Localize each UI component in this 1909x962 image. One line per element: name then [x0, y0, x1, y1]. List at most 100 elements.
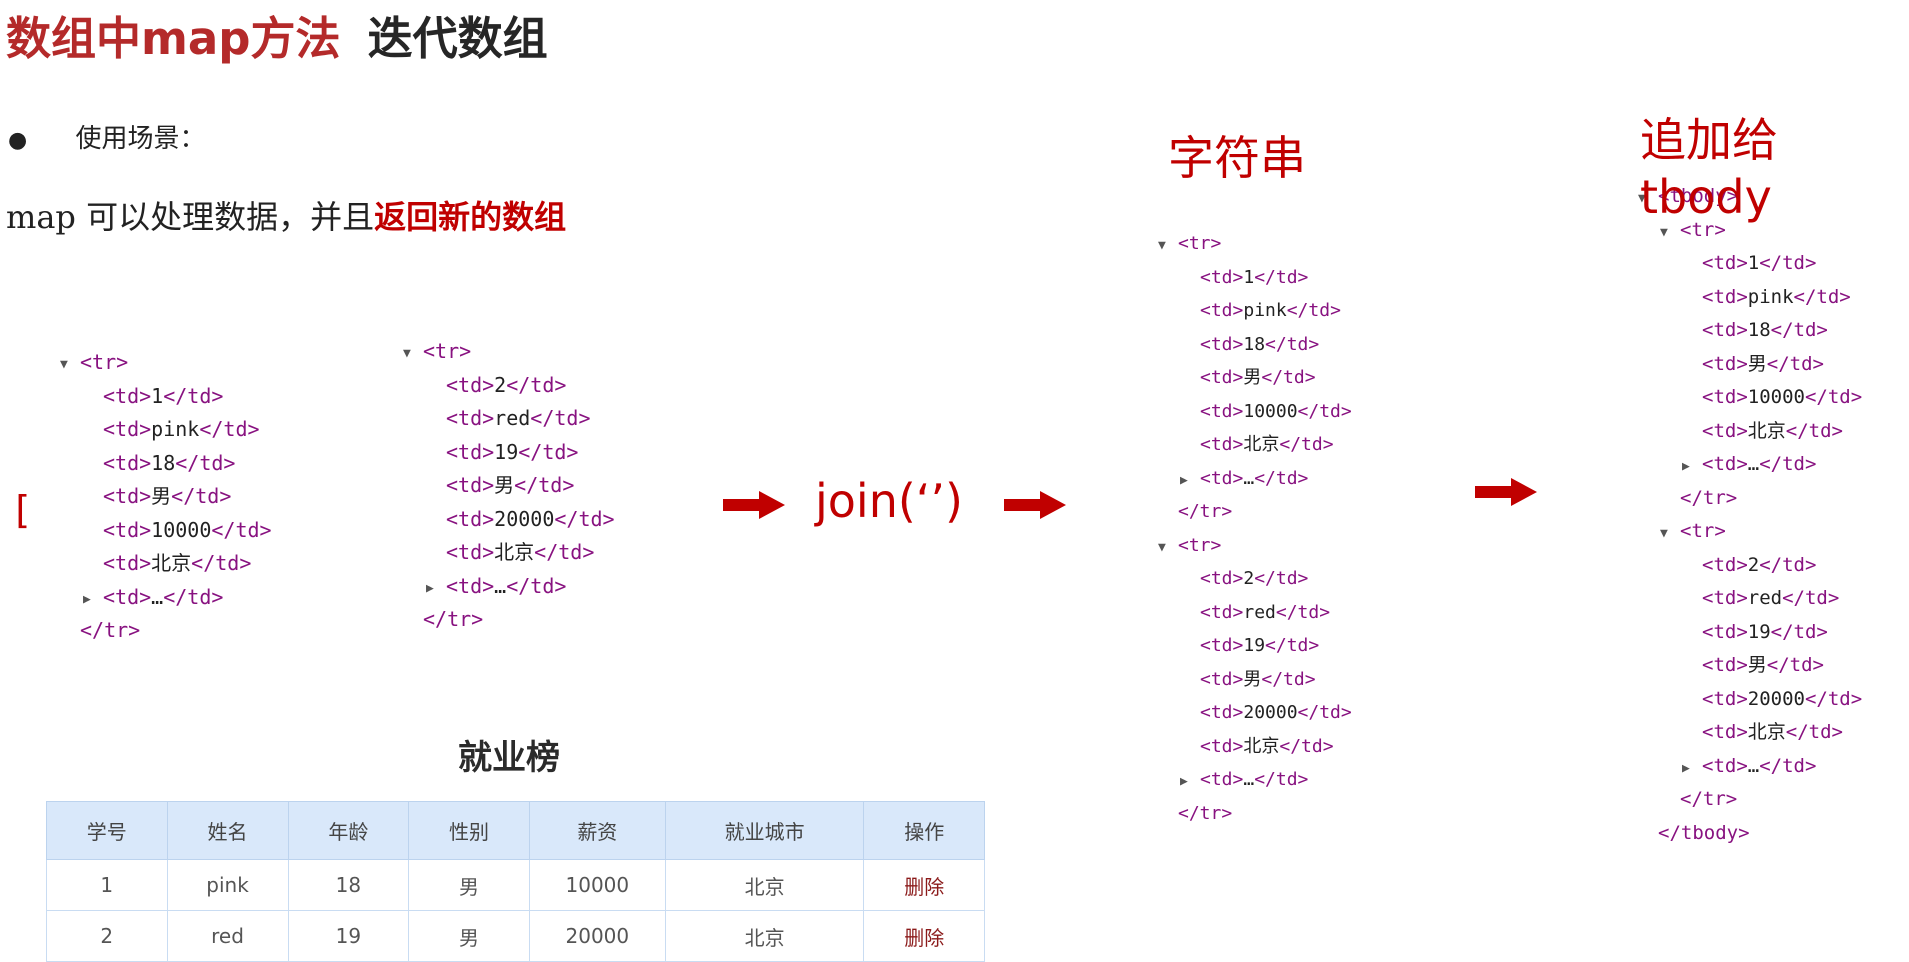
td-line: <td>男</td>	[446, 473, 575, 497]
bullet-label: 使用场景：	[75, 124, 206, 154]
table-header-cell: 性别	[408, 801, 530, 860]
bullet-dot-icon: ●	[8, 128, 28, 153]
arrow-right-icon	[1475, 478, 1537, 506]
string-label: 字符串	[1168, 131, 1306, 185]
td-line: <td>10000</td>	[1702, 386, 1863, 408]
td-collapsed-line[interactable]: <td>…</td>	[1178, 765, 1352, 799]
td-line: <td>2</td>	[1702, 553, 1817, 576]
append-tbody-label: 追加给tbody	[1640, 113, 1778, 224]
td-line: <td>18</td>	[1702, 319, 1828, 341]
table-cell: 10000	[528, 859, 666, 911]
td-line: <td>red</td>	[1702, 587, 1840, 609]
table-cell: red	[166, 910, 289, 962]
table-cell: 19	[287, 910, 410, 962]
table-header-cell: 年龄	[287, 801, 410, 860]
arrow-right-icon	[1004, 491, 1066, 519]
td-line: <td>北京</td>	[446, 540, 595, 564]
td-collapsed-line[interactable]: <td>…</td>	[1680, 750, 1862, 784]
delete-button[interactable]: 删除	[863, 859, 985, 911]
td-line: <td>pink</td>	[1200, 300, 1341, 321]
tr-open-tag[interactable]: <tr>	[1178, 531, 1352, 565]
tr-close-tag: </tr>	[1680, 486, 1738, 509]
td-line: <td>pink</td>	[1702, 285, 1851, 308]
td-collapsed-line[interactable]: <td>…</td>	[1680, 448, 1862, 482]
array-bracket: [	[10, 488, 33, 532]
table-cell: 北京	[664, 859, 865, 911]
tr-close-tag: </tr>	[423, 607, 484, 631]
td-line: <td>10000</td>	[103, 517, 272, 542]
tr-open-tag[interactable]: <tr>	[423, 335, 615, 369]
table-cell: 北京	[664, 910, 865, 962]
usage-description: map 可以处理数据，并且返回新的数组	[6, 192, 566, 238]
table-title: 就业榜	[458, 738, 560, 778]
tr-open-tag[interactable]: <tr>	[1680, 214, 1862, 248]
td-line: <td>1</td>	[1702, 252, 1817, 274]
delete-button[interactable]: 删除	[863, 910, 985, 962]
table-cell: pink	[166, 859, 289, 911]
td-line: <td>2</td>	[1200, 568, 1309, 589]
td-line: <td>red</td>	[446, 406, 591, 430]
table-header-cell: 学号	[46, 801, 168, 860]
td-line: <td>1</td>	[1200, 266, 1309, 288]
tbody-block: <tbody><tr><td>1</td><td>pink</td><td>18…	[1658, 180, 1862, 850]
tr-close-tag: </tr>	[1680, 788, 1738, 810]
tr-block-row1: <tr><td>1</td><td>pink</td><td>18</td><t…	[80, 346, 272, 648]
td-line: <td>北京</td>	[1200, 735, 1334, 757]
table-header-cell: 薪资	[528, 801, 666, 860]
td-collapsed-line[interactable]: <td>…</td>	[423, 570, 615, 604]
td-line: <td>1</td>	[103, 383, 224, 408]
table-cell: 1	[46, 859, 168, 911]
slide-title: 数组中map方法 迭代数组	[6, 2, 548, 67]
td-line: <td>男</td>	[1200, 367, 1316, 388]
td-line: <td>北京</td>	[1702, 721, 1843, 743]
td-line: <td>男</td>	[1200, 668, 1316, 690]
table-header-row: 学号姓名年龄性别薪资就业城市操作	[46, 801, 985, 860]
td-line: <td>10000</td>	[1200, 400, 1352, 422]
tr-close-tag: </tr>	[1178, 501, 1233, 522]
table-cell: 男	[408, 910, 530, 962]
td-line: <td>20000</td>	[1200, 702, 1352, 723]
table-header-cell: 操作	[863, 801, 985, 860]
td-line: <td>男</td>	[103, 484, 232, 508]
arrow-right-icon	[723, 491, 785, 519]
table-cell: 2	[46, 910, 168, 962]
tr-open-tag[interactable]: <tr>	[80, 346, 272, 380]
td-line: <td>北京</td>	[1702, 419, 1843, 442]
tr-open-tag[interactable]: <tr>	[1178, 229, 1352, 263]
tbody-close-tag: </tbody>	[1658, 821, 1750, 844]
join-label: join(‘’)	[815, 474, 963, 528]
description-prefix: map 可以处理数据，并且	[6, 198, 375, 236]
td-line: <td>2</td>	[446, 372, 567, 397]
tr-open-tag[interactable]: <tr>	[1680, 515, 1862, 549]
description-highlight: 返回新的数组	[374, 198, 567, 236]
td-collapsed-line[interactable]: <td>…</td>	[1178, 464, 1352, 498]
table-cell: 18	[287, 859, 410, 911]
tbody-open-tag[interactable]: <tbody>	[1658, 180, 1862, 214]
table-header-cell: 姓名	[166, 801, 289, 860]
td-line: <td>18</td>	[1200, 333, 1320, 355]
td-line: <td>北京</td>	[1200, 434, 1334, 455]
td-line: <td>20000</td>	[446, 506, 615, 531]
td-line: <td>19</td>	[446, 439, 579, 464]
title-highlight: 数组中map方法	[6, 12, 341, 65]
joined-string-block: <tr> <td>1</td> <td>pink</td> <td>18</td> <t…	[1178, 229, 1352, 832]
td-line: <td>北京</td>	[103, 551, 252, 575]
td-line: <td>pink</td>	[103, 417, 260, 441]
td-line: <td>19</td>	[1200, 635, 1320, 656]
table-cell: 20000	[528, 910, 666, 962]
td-line: <td>red</td>	[1200, 601, 1331, 623]
usage-bullet: ● 使用场景：	[8, 118, 205, 155]
tr-close-tag: </tr>	[1178, 802, 1233, 824]
tr-close-tag: </tr>	[80, 618, 141, 642]
table-cell: 男	[408, 859, 530, 911]
tr-block-row2: <tr> <td>2</td> <td>red</td> <td>19</td> <td…	[423, 335, 615, 637]
td-line: <td>男</td>	[1702, 352, 1824, 375]
table-header-cell: 就业城市	[664, 801, 865, 860]
title-main: 迭代数组	[367, 12, 548, 65]
td-line: <td>19</td>	[1702, 620, 1828, 643]
td-collapsed-line[interactable]: <td>…</td>	[80, 581, 272, 615]
tbody-children: <tr> <td>1</td> <td>pink</td> <td>18</td> <t…	[1658, 214, 1862, 817]
